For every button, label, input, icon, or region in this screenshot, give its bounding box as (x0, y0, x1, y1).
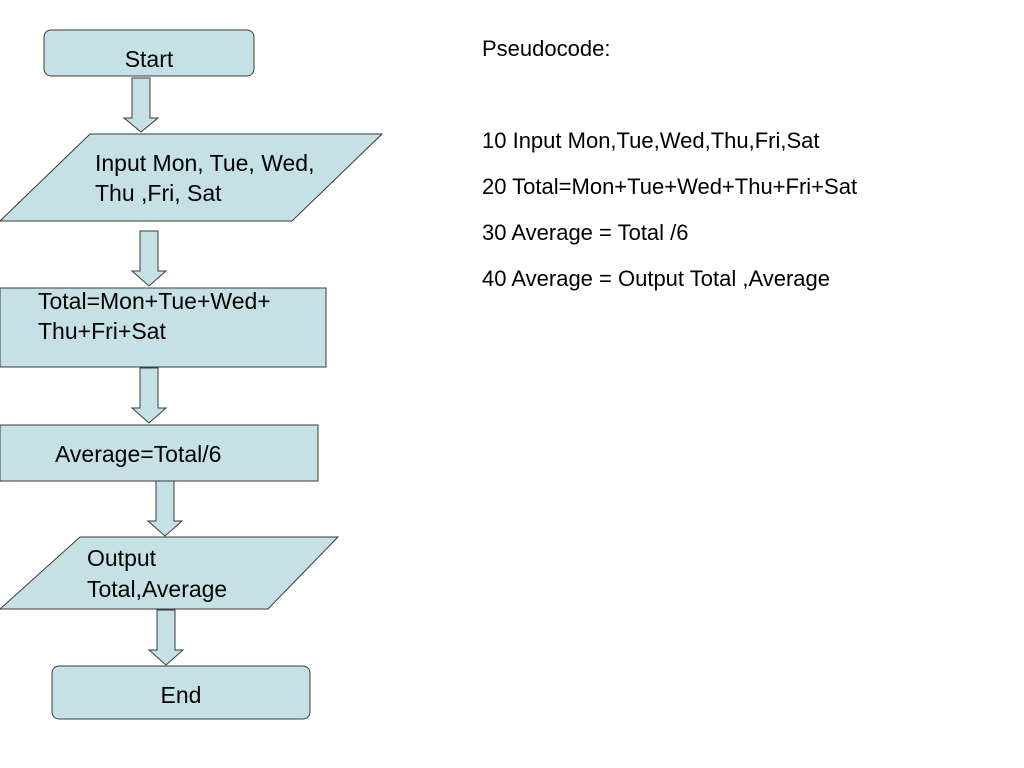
start-terminator-shape (43, 29, 255, 77)
average-label: Average=Total/6 (55, 441, 221, 467)
pseudocode-panel: Pseudocode: 10 Input Mon,Tue,Wed,Thu,Fri… (482, 36, 1002, 312)
average-node: Average=Total/6 (0, 424, 319, 482)
output-parallelogram-shape (0, 536, 340, 610)
total-process-shape (0, 287, 327, 368)
pseudocode-line: 30 Average = Total /6 (482, 220, 689, 245)
arrow-input-to-total (130, 230, 168, 287)
pseudocode-line: 10 Input Mon,Tue,Wed,Thu,Fri,Sat (482, 128, 820, 153)
arrow-start-to-input (122, 77, 160, 133)
end-terminator-shape (51, 665, 311, 720)
arrow-average-to-output (146, 480, 184, 537)
input-label-line-2: Thu ,Fri, Sat (95, 180, 222, 206)
input-node: Input Mon, Tue, Wed, Thu ,Fri, Sat (0, 133, 384, 222)
input-label-line-1: Input Mon, Tue, Wed, (95, 150, 314, 176)
total-node: Total=Mon+Tue+Wed+ Thu+Fri+Sat (0, 287, 327, 368)
end-label: End (161, 682, 202, 708)
pseudocode-line: 20 Total=Mon+Tue+Wed+Thu+Fri+Sat (482, 174, 858, 199)
output-label-line-1: Output (87, 545, 157, 571)
arrow-total-to-average (130, 367, 168, 424)
output-node: Output Total,Average (0, 536, 340, 610)
pseudocode-title: Pseudocode: (482, 36, 611, 61)
total-label-line-2: Thu+Fri+Sat (38, 318, 166, 344)
output-label-line-2: Total,Average (87, 576, 227, 602)
start-node: Start (43, 29, 255, 77)
input-parallelogram-shape (0, 133, 384, 222)
end-node: End (51, 665, 311, 720)
pseudocode-line: 40 Average = Output Total ,Average (482, 266, 830, 291)
start-label: Start (125, 46, 174, 72)
total-label-line-1: Total=Mon+Tue+Wed+ (38, 288, 271, 314)
arrow-output-to-end (147, 609, 185, 666)
